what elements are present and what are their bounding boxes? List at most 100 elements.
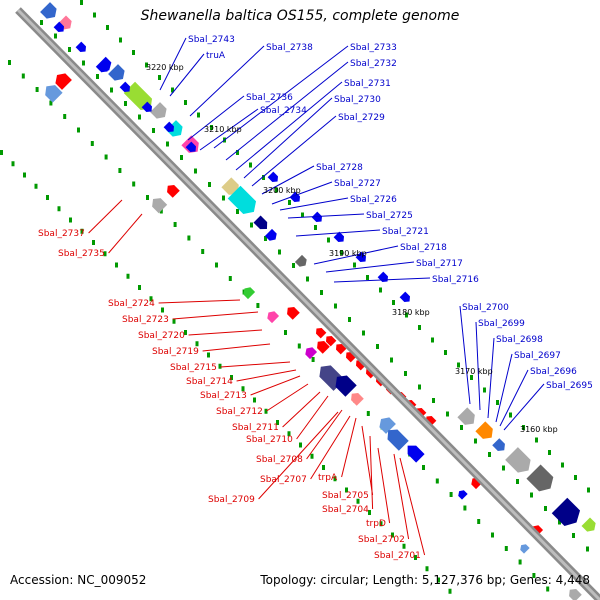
tick-mark	[448, 588, 452, 594]
forward-leader-line	[459, 305, 471, 405]
map-title: Shewanella baltica OS155, complete genom…	[140, 8, 460, 24]
forward-gene-arrow	[163, 121, 175, 133]
reverse-gene-arrow	[315, 327, 327, 339]
reverse-gene-block	[55, 73, 72, 90]
forward-gene-block	[166, 120, 183, 137]
tick-mark	[57, 206, 61, 212]
reverse-gene-label: Sbal_2720	[138, 331, 185, 341]
tick-mark	[124, 101, 127, 106]
forward-leader-line	[271, 181, 333, 205]
reverse-leader-line	[310, 415, 351, 480]
reverse-gene-block	[458, 490, 468, 500]
tick-mark	[320, 290, 323, 295]
forward-leader-line	[189, 45, 265, 117]
reverse-gene-label: Sbal_2737	[38, 229, 85, 239]
tick-mark	[96, 74, 99, 79]
tick-mark	[184, 100, 187, 105]
tick-mark	[292, 263, 295, 268]
tick-mark	[488, 452, 491, 457]
tick-mark	[93, 12, 96, 18]
tick-mark	[166, 141, 169, 147]
reverse-gene-block	[317, 341, 330, 354]
forward-gene-block	[123, 81, 153, 111]
tick-mark	[348, 317, 351, 322]
tick-mark	[535, 437, 538, 443]
reverse-gene-arrow	[325, 335, 337, 347]
forward-gene-block	[492, 438, 505, 451]
tick-marks	[0, 0, 590, 594]
reverse-gene-block	[167, 185, 180, 198]
reverse-gene-label: Sbal_2714	[186, 377, 233, 387]
forward-leader-line	[495, 353, 513, 423]
reverse-gene-block	[520, 544, 530, 554]
tick-mark	[345, 487, 348, 493]
reverse-gene-label: Sbal_2701	[374, 551, 421, 561]
forward-gene-label: Sbal_2695	[546, 381, 593, 391]
tick-mark	[310, 453, 314, 459]
reverse-gene-block	[569, 589, 582, 600]
tick-mark	[236, 150, 239, 155]
forward-gene-label: Sbal_2728	[316, 163, 363, 173]
tick-mark	[146, 195, 149, 200]
reverse-gene-label: Sbal_2712	[216, 407, 263, 417]
tick-mark	[405, 312, 408, 318]
scale-label: 3210 kbp	[204, 125, 242, 134]
reverse-leader-line	[306, 409, 343, 460]
reverse-leader-line	[172, 311, 259, 320]
scale-label: 3160 kbp	[520, 425, 558, 434]
tick-mark	[264, 236, 267, 241]
tick-mark	[502, 465, 505, 471]
forward-gene-label: Sbal_2697	[514, 351, 561, 361]
tick-mark	[311, 357, 315, 362]
tick-mark	[276, 420, 279, 425]
tick-mark	[322, 465, 325, 470]
tick-mark	[68, 47, 71, 52]
forward-gene-arrow	[355, 251, 367, 263]
forward-gene-block	[150, 102, 167, 119]
forward-gene-block	[221, 177, 239, 195]
tick-mark	[418, 384, 421, 390]
tick-mark	[368, 510, 371, 515]
forward-leader-line	[213, 45, 349, 149]
forward-gene-arrow	[75, 41, 87, 53]
tick-mark	[340, 250, 343, 255]
tick-mark	[574, 475, 577, 480]
tick-mark	[63, 114, 67, 119]
reverse-leader-line	[282, 391, 321, 428]
tick-mark	[362, 330, 365, 336]
reverse-leader-line	[158, 299, 241, 304]
reverse-leader-line	[88, 199, 123, 234]
reverse-gene-label: trpD	[366, 519, 386, 529]
reverse-gene-block	[45, 85, 63, 103]
tick-mark	[558, 519, 561, 525]
tick-mark	[69, 217, 72, 223]
tick-mark	[437, 577, 440, 583]
reverse-gene-label: Sbal_2707	[260, 475, 307, 485]
reverse-gene-label: Sbal_2723	[122, 315, 169, 325]
forward-gene-label: Sbal_2732	[350, 59, 397, 69]
reverse-gene-block	[243, 287, 256, 300]
tick-mark	[460, 425, 463, 430]
tick-mark	[334, 303, 337, 309]
forward-gene-block	[150, 102, 167, 119]
tick-mark	[425, 566, 429, 572]
forward-leader-line	[251, 115, 337, 187]
tick-mark	[404, 371, 407, 376]
forward-gene-arrow	[97, 61, 109, 73]
tick-mark	[249, 162, 252, 168]
tick-mark	[250, 222, 253, 228]
reverse-leader-line	[236, 369, 297, 382]
tick-mark	[530, 492, 533, 498]
forward-gene-arrow	[141, 101, 153, 113]
forward-gene-block	[108, 64, 125, 81]
reverse-leader-line	[361, 425, 374, 496]
reverse-gene-block	[317, 341, 330, 354]
reverse-gene-block	[379, 417, 396, 434]
forward-leader-line	[235, 81, 343, 171]
tick-mark	[544, 506, 547, 511]
reverse-gene-block	[267, 311, 280, 324]
tick-mark	[586, 546, 589, 552]
backbone-highlight	[16, 8, 600, 600]
forward-leader-line	[333, 277, 431, 283]
